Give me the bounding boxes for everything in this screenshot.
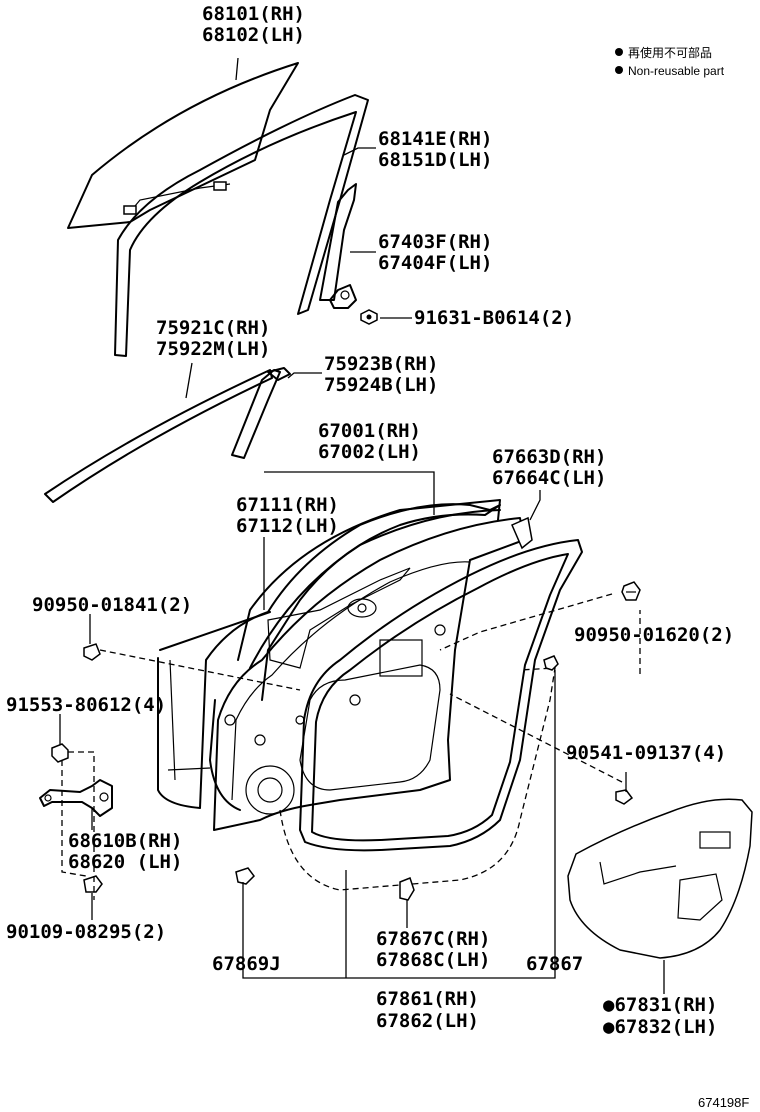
label-67867C: 67867C(RH) (376, 928, 490, 950)
clip-icon (235, 867, 255, 885)
label-68102: 68102(LH) (202, 24, 305, 46)
leader-lines (59, 57, 665, 994)
check-bolt-icon (83, 875, 103, 893)
label-67868C: 67868C(LH) (376, 949, 490, 971)
bracket (511, 516, 533, 550)
label-75923B: 75923B(RH) (324, 353, 438, 375)
label-67861: 67861(RH) (376, 988, 479, 1010)
label-90541: 90541-09137(4) (566, 742, 726, 764)
clip-icon (399, 877, 415, 901)
label-67663D: 67663D(RH) (492, 446, 606, 468)
label-67862: 67862(LH) (376, 1010, 479, 1032)
legend-en: Non-reusable part (628, 64, 725, 78)
glass-run (114, 94, 369, 357)
door-weatherstrip (299, 539, 583, 852)
label-68620: 68620 (LH) (68, 851, 182, 873)
label-67111: 67111(RH) (236, 494, 339, 516)
service-hole-cover (567, 798, 753, 959)
door-inner-frame (213, 517, 525, 831)
door-glass (67, 62, 299, 229)
label-90950-01620: 90950-01620(2) (574, 624, 734, 646)
label-68610B: 68610B(RH) (68, 830, 182, 852)
label-90950-01841: 90950-01841(2) (32, 594, 192, 616)
label-67112: 67112(LH) (236, 515, 339, 537)
door-panel (157, 499, 501, 811)
label-67867: 67867 (526, 953, 583, 975)
legend: 再使用不可部品 Non-reusable part (615, 45, 725, 78)
label-75924B: 75924B(LH) (324, 374, 438, 396)
clip-icon (83, 643, 101, 661)
legend-jp: 再使用不可部品 (628, 45, 712, 60)
label-67664C: 67664C(LH) (492, 467, 606, 489)
part-labels: 68101(RH) 68102(LH) 68141E(RH) 68151D(LH… (6, 3, 749, 1110)
diagram-code: 674198F (698, 1095, 749, 1110)
label-67831: ●67831(RH) (603, 994, 717, 1016)
label-67869J: 67869J (212, 953, 281, 975)
label-68151D: 68151D(LH) (378, 149, 492, 171)
label-67403F: 67403F(RH) (378, 231, 492, 253)
clip-icon (543, 655, 559, 671)
non-reusable-bullet-icon (615, 66, 623, 74)
label-67001: 67001(RH) (318, 420, 421, 442)
division-bar (319, 183, 357, 309)
non-reusable-bullet-icon (615, 48, 623, 56)
label-90109: 90109-08295(2) (6, 921, 166, 943)
sash-bolt-icon (360, 309, 378, 325)
opening-dash (279, 667, 556, 891)
door-check (39, 779, 113, 817)
label-75922M: 75922M(LH) (156, 338, 270, 360)
hinge-bolt-icon (51, 743, 69, 763)
corner-piece (231, 367, 291, 459)
clip-icon (615, 789, 634, 805)
label-67404F: 67404F(LH) (378, 252, 492, 274)
clip-icon (621, 581, 641, 601)
label-68141E: 68141E(RH) (378, 128, 492, 150)
belt-molding (44, 369, 273, 503)
label-75921C: 75921C(RH) (156, 317, 270, 339)
label-91553: 91553-80612(4) (6, 694, 166, 716)
label-68101: 68101(RH) (202, 3, 305, 25)
label-67002: 67002(LH) (318, 441, 421, 463)
label-91631: 91631-B0614(2) (414, 307, 574, 329)
label-67832: ●67832(LH) (603, 1016, 717, 1038)
